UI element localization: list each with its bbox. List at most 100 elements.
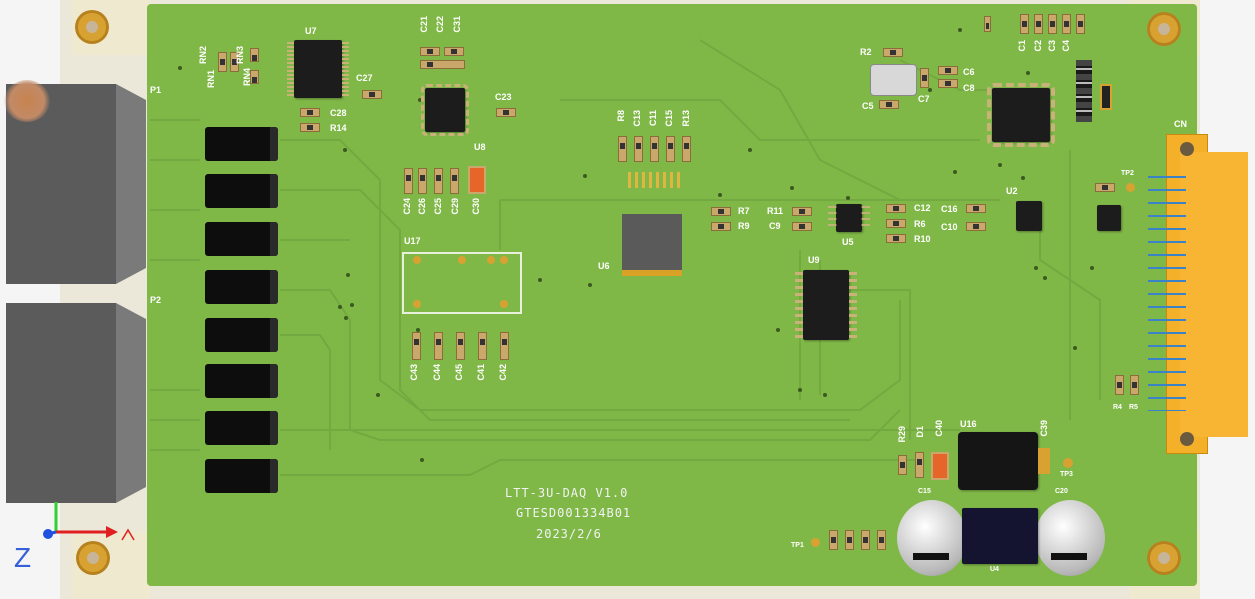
label-c11: C11 [648,110,658,127]
u17-pad-3 [487,256,495,264]
mount-hole-top-left [75,10,109,44]
label-c10: C10 [941,222,958,232]
label-c15: C15 [664,110,674,127]
c8 [938,79,958,88]
r7 [711,207,731,216]
label-u16: U16 [960,419,977,429]
label-u8: U8 [474,142,486,152]
label-d1: D1 [915,426,925,438]
ld2 [845,530,854,550]
u9-pins-right [849,272,857,338]
c23 [496,108,516,117]
chip-u9 [803,270,849,340]
chip-u6 [622,214,682,276]
r13 [682,136,691,162]
label-tp1: TP1 [791,542,804,549]
label-p1: P1 [150,85,162,95]
label-c40: C40 [934,420,944,437]
label-cn: CN [1174,119,1187,129]
connector-p2-side [116,303,146,503]
c10 [966,222,986,231]
c5 [879,100,899,109]
rn2 [218,52,227,72]
label-c4: C4 [1061,40,1071,52]
label-tp2: TP2 [1121,170,1134,177]
label-c44: C44 [432,364,442,381]
mount-hole-top-right [1147,12,1181,46]
label-rn1: RN1 [206,70,216,89]
label-u6: U6 [598,261,610,271]
label-u4: U4 [990,566,999,573]
label-r10: R10 [914,234,931,244]
c1 [1020,14,1029,34]
rn1 [230,52,239,72]
mount-hole-bottom-right [1147,541,1181,575]
mount-hole-bottom-left [76,541,110,575]
jumper [1100,84,1112,110]
c15 [666,136,675,162]
label-u5: U5 [842,237,854,247]
tp2-pad [1126,183,1135,192]
connector-cn-body [1180,152,1248,437]
label-c39: C39 [1039,420,1049,437]
c28 [300,108,320,117]
label-c43: C43 [409,364,419,381]
connector-cn-pins [1148,176,1186,411]
label-c7: C7 [918,94,930,104]
label-c6: C6 [963,67,975,77]
label-c20: C20 [1055,488,1068,495]
label-c42: C42 [498,364,508,381]
c24 [404,168,413,194]
label-c41: C41 [476,364,486,381]
label-u17: U17 [404,236,421,246]
c45 [456,332,465,360]
label-r29: R29 [897,426,907,443]
chip-u1 [987,83,1055,147]
cap-c15-stripe [913,553,949,560]
r11 [792,207,812,216]
r6 [886,219,906,228]
relay-1 [205,127,278,161]
chip-u8 [421,84,469,136]
r3 [861,530,870,550]
label-c8: C8 [963,83,975,93]
r14 [300,123,320,132]
c41 [478,332,487,360]
tp1-pad [811,538,820,547]
c9 [792,222,812,231]
c26 [418,168,427,194]
rn4 [250,70,259,84]
u17-outline [402,252,522,314]
c11 [650,136,659,162]
chip-u16 [958,432,1038,490]
c16 [966,204,986,213]
label-r9: R9 [738,221,750,231]
c6-small [938,66,958,75]
axis-gizmo [43,502,135,541]
label-c3: C3 [1047,40,1057,52]
connector-glow [4,80,50,122]
relay-2 [205,174,278,208]
header-pins [1076,60,1092,122]
c40-tantalum [931,452,949,480]
r8-top [618,136,627,162]
label-c28: C28 [330,108,347,118]
c2 [1034,14,1043,34]
inductor [870,64,917,96]
c27 [362,90,382,99]
label-r8-top: R8 [616,110,626,122]
c22 [420,60,465,69]
label-c22: C22 [435,16,445,33]
board-serial: GTESD001334B01 [516,506,632,520]
c29 [450,168,459,194]
u7-pins-left [287,42,294,96]
chip-u3 [1097,205,1121,231]
label-c26: C26 [417,198,427,215]
c44 [434,332,443,360]
connector-p1-side [116,84,146,284]
connector-cn-hole-top [1180,142,1194,156]
r10 [886,234,906,243]
connector-cn-hole-bottom [1180,432,1194,446]
c17 [877,530,886,550]
